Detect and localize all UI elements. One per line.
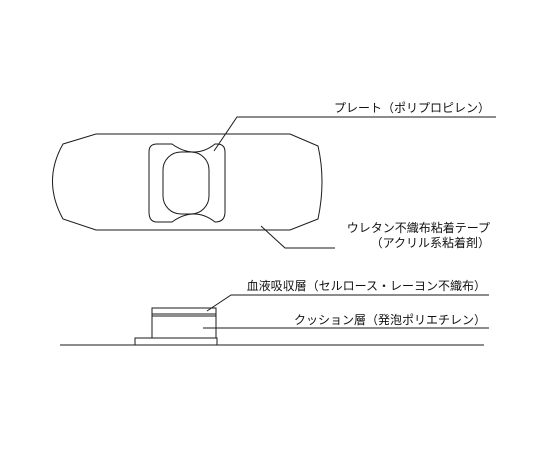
absorb-leader xyxy=(206,294,489,312)
plate-outline xyxy=(148,143,226,223)
tape-side xyxy=(134,337,218,346)
absorbent-layer xyxy=(151,307,217,317)
absorbent-window xyxy=(162,151,210,215)
plate-label: プレート（ポリプロピレン） xyxy=(334,101,490,115)
cushion-label: クッション層（発泡ポリエチレン） xyxy=(294,313,486,327)
cushion-layer xyxy=(151,313,217,339)
urethane-leader xyxy=(260,225,335,249)
tape-outline xyxy=(52,133,323,231)
urethane-label-line1: ウレタン不織布粘着テープ xyxy=(347,220,490,235)
plate-leader xyxy=(213,116,496,152)
urethane-label-line2: （アクリル系粘着剤） xyxy=(371,235,490,250)
absorb-label: 血液吸収層（セルロース・レーヨン不織布） xyxy=(247,278,486,293)
